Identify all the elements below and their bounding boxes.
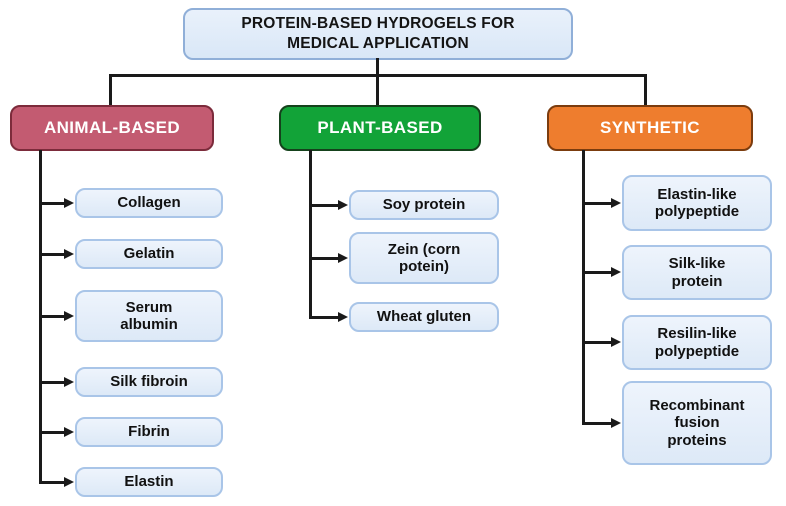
category-synthetic: SYNTHETIC bbox=[547, 105, 753, 151]
node-recombinant-fusion-proteins: Recombinant fusion proteins bbox=[622, 381, 772, 465]
connector-plant-trunk bbox=[309, 150, 312, 319]
category-animal-based: ANIMAL-BASED bbox=[10, 105, 214, 151]
connector-branch bbox=[39, 481, 65, 484]
arrow-right-icon bbox=[611, 336, 621, 347]
connector-branch bbox=[39, 202, 65, 205]
connector-branch bbox=[582, 341, 612, 344]
connector-branch bbox=[39, 253, 65, 256]
node-elastin-like-polypeptide: Elastin-like polypeptide bbox=[622, 175, 772, 231]
connector-branch bbox=[309, 316, 339, 319]
node-collagen: Collagen bbox=[75, 188, 223, 218]
connector-branch bbox=[309, 204, 339, 207]
node-serum-albumin: Serum albumin bbox=[75, 290, 223, 342]
connector-left-drop bbox=[109, 74, 112, 105]
arrow-right-icon bbox=[611, 197, 621, 208]
arrow-right-icon bbox=[64, 426, 74, 437]
connector-branch bbox=[309, 257, 339, 260]
connector-branch bbox=[39, 431, 65, 434]
node-soy-protein: Soy protein bbox=[349, 190, 499, 220]
node-fibrin: Fibrin bbox=[75, 417, 223, 447]
connector-branch bbox=[39, 315, 65, 318]
node-elastin: Elastin bbox=[75, 467, 223, 497]
arrow-right-icon bbox=[611, 417, 621, 428]
diagram-title: PROTEIN-BASED HYDROGELS FOR MEDICAL APPL… bbox=[183, 8, 573, 60]
connector-synthetic-trunk bbox=[582, 150, 585, 425]
arrow-right-icon bbox=[64, 376, 74, 387]
connector-branch bbox=[39, 381, 65, 384]
connector-branch bbox=[582, 202, 612, 205]
arrow-right-icon bbox=[64, 248, 74, 259]
arrow-right-icon bbox=[64, 197, 74, 208]
arrow-right-icon bbox=[338, 199, 348, 210]
arrow-right-icon bbox=[338, 252, 348, 263]
node-silk-like-protein: Silk-like protein bbox=[622, 245, 772, 300]
arrow-right-icon bbox=[64, 476, 74, 487]
node-wheat-gluten: Wheat gluten bbox=[349, 302, 499, 332]
category-plant-based: PLANT-BASED bbox=[279, 105, 481, 151]
arrow-right-icon bbox=[611, 266, 621, 277]
node-zein-corn-protein: Zein (corn potein) bbox=[349, 232, 499, 284]
node-silk-fibroin: Silk fibroin bbox=[75, 367, 223, 397]
arrow-right-icon bbox=[64, 310, 74, 321]
arrow-right-icon bbox=[338, 311, 348, 322]
connector-title-drop bbox=[376, 58, 379, 105]
node-resilin-like-polypeptide: Resilin-like polypeptide bbox=[622, 315, 772, 370]
connector-right-drop bbox=[644, 74, 647, 105]
connector-horizontal bbox=[109, 74, 647, 77]
node-gelatin: Gelatin bbox=[75, 239, 223, 269]
connector-branch bbox=[582, 271, 612, 274]
connector-branch bbox=[582, 422, 612, 425]
